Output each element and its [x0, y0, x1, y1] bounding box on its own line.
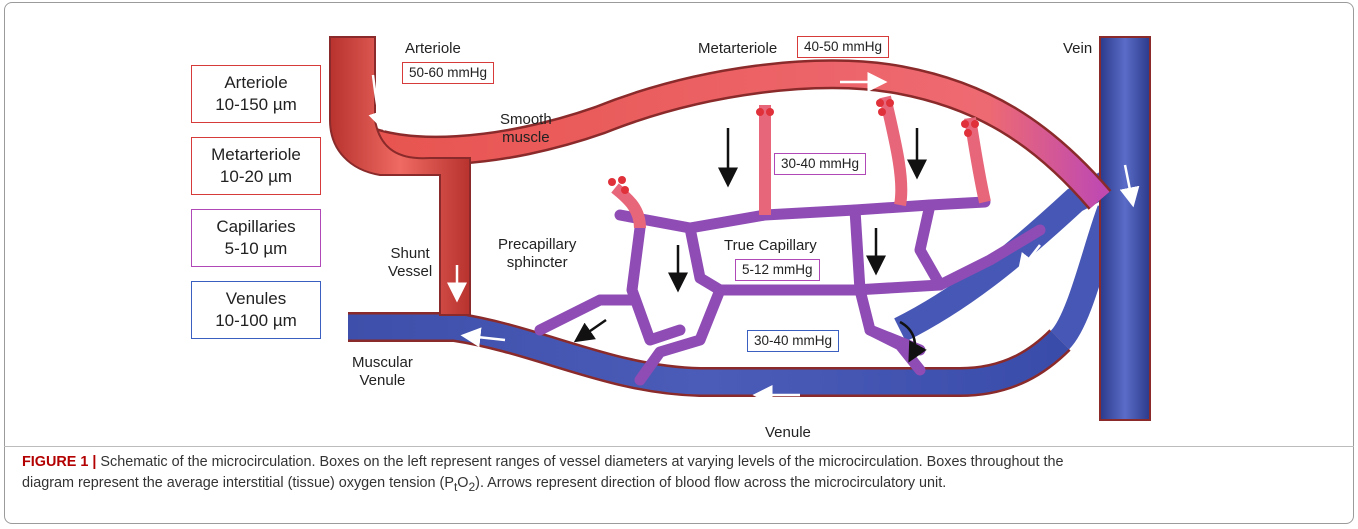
- legend-size: 10-100 µm: [215, 310, 297, 332]
- label-metarteriole: Metarteriole: [698, 40, 777, 58]
- label-line: Vessel: [388, 263, 432, 280]
- legend-capillaries: Capillaries 5-10 µm: [191, 209, 321, 267]
- label-line: Precapillary: [498, 236, 576, 253]
- pressure-upper-capillary: 30-40 mmHg: [774, 153, 866, 175]
- label-true-capillary: True Capillary: [724, 237, 817, 255]
- caption-line-2-pre: diagram represent the average interstiti…: [22, 475, 454, 491]
- label-precapillary-sphincter: Precapillary sphincter: [498, 236, 576, 272]
- label-line: Smooth: [500, 111, 552, 128]
- legend-venules: Venules 10-100 µm: [191, 281, 321, 339]
- label-line: sphincter: [507, 254, 568, 271]
- legend-size: 10-150 µm: [215, 94, 297, 116]
- pressure-metarteriole: 40-50 mmHg: [797, 36, 889, 58]
- caption-o: O: [457, 475, 468, 491]
- legend-metarteriole: Metarteriole 10-20 µm: [191, 137, 321, 195]
- caption-line-1: Schematic of the microcirculation. Boxes…: [100, 454, 1063, 470]
- legend-size: 10-20 µm: [220, 166, 292, 188]
- label-muscular-venule: Muscular Venule: [352, 354, 413, 390]
- label-line: Muscular: [352, 354, 413, 371]
- pressure-lower-capillary: 30-40 mmHg: [747, 330, 839, 352]
- legend-name: Capillaries: [216, 216, 295, 238]
- legend-arteriole: Arteriole 10-150 µm: [191, 65, 321, 123]
- label-vein: Vein: [1063, 40, 1092, 58]
- caption-line-2-post: ). Arrows represent direction of blood f…: [475, 475, 946, 491]
- legend-size: 5-10 µm: [225, 238, 288, 260]
- label-line: Shunt: [391, 245, 430, 262]
- label-venule: Venule: [765, 424, 811, 442]
- legend-name: Metarteriole: [211, 144, 301, 166]
- caption-separator: [4, 446, 1354, 447]
- label-smooth-muscle: Smooth muscle: [500, 111, 552, 147]
- figure-label: FIGURE 1 |: [22, 454, 96, 470]
- label-line: muscle: [502, 129, 550, 146]
- legend-name: Arteriole: [224, 72, 287, 94]
- vein-vessel: [1100, 37, 1150, 420]
- pressure-true-capillary: 5-12 mmHg: [735, 259, 820, 281]
- legend-name: Venules: [226, 288, 287, 310]
- pressure-arteriole: 50-60 mmHg: [402, 62, 494, 84]
- label-shunt-vessel: Shunt Vessel: [388, 245, 432, 281]
- label-line: Venule: [359, 372, 405, 389]
- figure-caption: FIGURE 1 | Schematic of the microcircula…: [22, 452, 1332, 498]
- label-arteriole: Arteriole: [405, 40, 461, 58]
